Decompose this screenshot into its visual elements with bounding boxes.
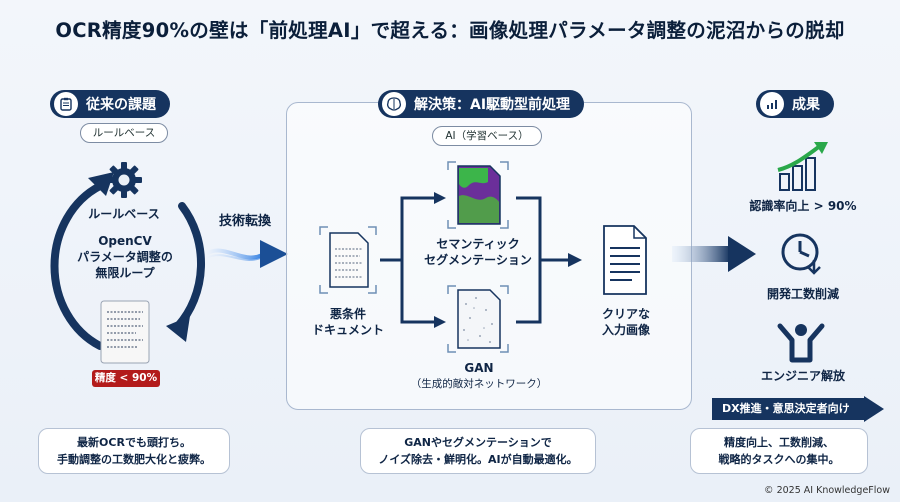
copyright: © 2025 AI KnowledgeFlow xyxy=(764,485,890,496)
results-arrow xyxy=(672,236,756,272)
result-accuracy: 認識率向上 > 90% xyxy=(749,199,857,213)
clock-icon xyxy=(781,233,821,275)
dx-banner-label: DX推進・意思決定者向け xyxy=(722,402,850,415)
gan-label: GAN （生成的敵対ネットワーク） xyxy=(410,361,548,390)
ai-learning-tag: AI（学習ベース） xyxy=(432,126,542,146)
result-effort: 開発工数削減 xyxy=(766,287,839,301)
gear-icon xyxy=(106,162,142,198)
section-pill-solution: 解決策：AI駆動型前処理 xyxy=(378,90,585,118)
accuracy-badge: 精度 < 90% xyxy=(92,370,160,387)
section-pill-challenge: 従来の課題 xyxy=(50,90,170,118)
dx-banner xyxy=(712,396,884,422)
engineer-celebrate-icon xyxy=(777,323,825,363)
input-document-icon xyxy=(319,226,377,294)
gear-label: ルールベース xyxy=(88,207,160,221)
loop-arrows xyxy=(50,172,206,350)
transition-arrow xyxy=(204,240,288,268)
input-document-label: 悪条件 ドキュメント xyxy=(311,307,384,337)
pill-label: 解決策：AI駆動型前処理 xyxy=(414,97,571,113)
results-note: 精度向上、工数削減、 戦略的タスクへの集中。 xyxy=(690,428,868,474)
solution-note: GANやセグメンテーションで ノイズ除去・鮮明化。AIが自動最適化。 xyxy=(360,428,596,474)
segmentation-label: セマンティック セグメンテーション xyxy=(424,237,532,267)
section-pill-results: 成果 xyxy=(756,90,834,118)
pill-label: 従来の課題 xyxy=(86,97,156,113)
output-document-label: クリアな 入力画像 xyxy=(601,307,650,337)
blurry-document-icon xyxy=(100,300,150,364)
page-title: OCR精度90%の壁は「前処理AI」で超える：画像処理パラメータ調整の泥沼からの… xyxy=(55,19,845,42)
result-engineer: エンジニア解放 xyxy=(760,369,845,383)
challenge-note: 最新OCRでも頭打ち。 手動調整の工数肥大化と疲弊。 xyxy=(38,428,230,474)
brain-icon xyxy=(382,92,406,116)
segmentation-icon xyxy=(447,161,509,229)
growth-bars-icon xyxy=(777,142,828,191)
pill-label: 成果 xyxy=(792,97,820,113)
rule-based-tag: ルールベース xyxy=(80,123,168,143)
growth-chart-icon xyxy=(760,92,784,116)
output-document-icon xyxy=(603,225,647,295)
loop-text: OpenCV パラメータ調整の 無限ループ xyxy=(77,234,173,280)
clipboard-icon xyxy=(54,92,78,116)
flow-connectors xyxy=(380,192,582,328)
gan-document-icon xyxy=(447,285,509,353)
transition-label: 技術転換 xyxy=(218,214,271,229)
